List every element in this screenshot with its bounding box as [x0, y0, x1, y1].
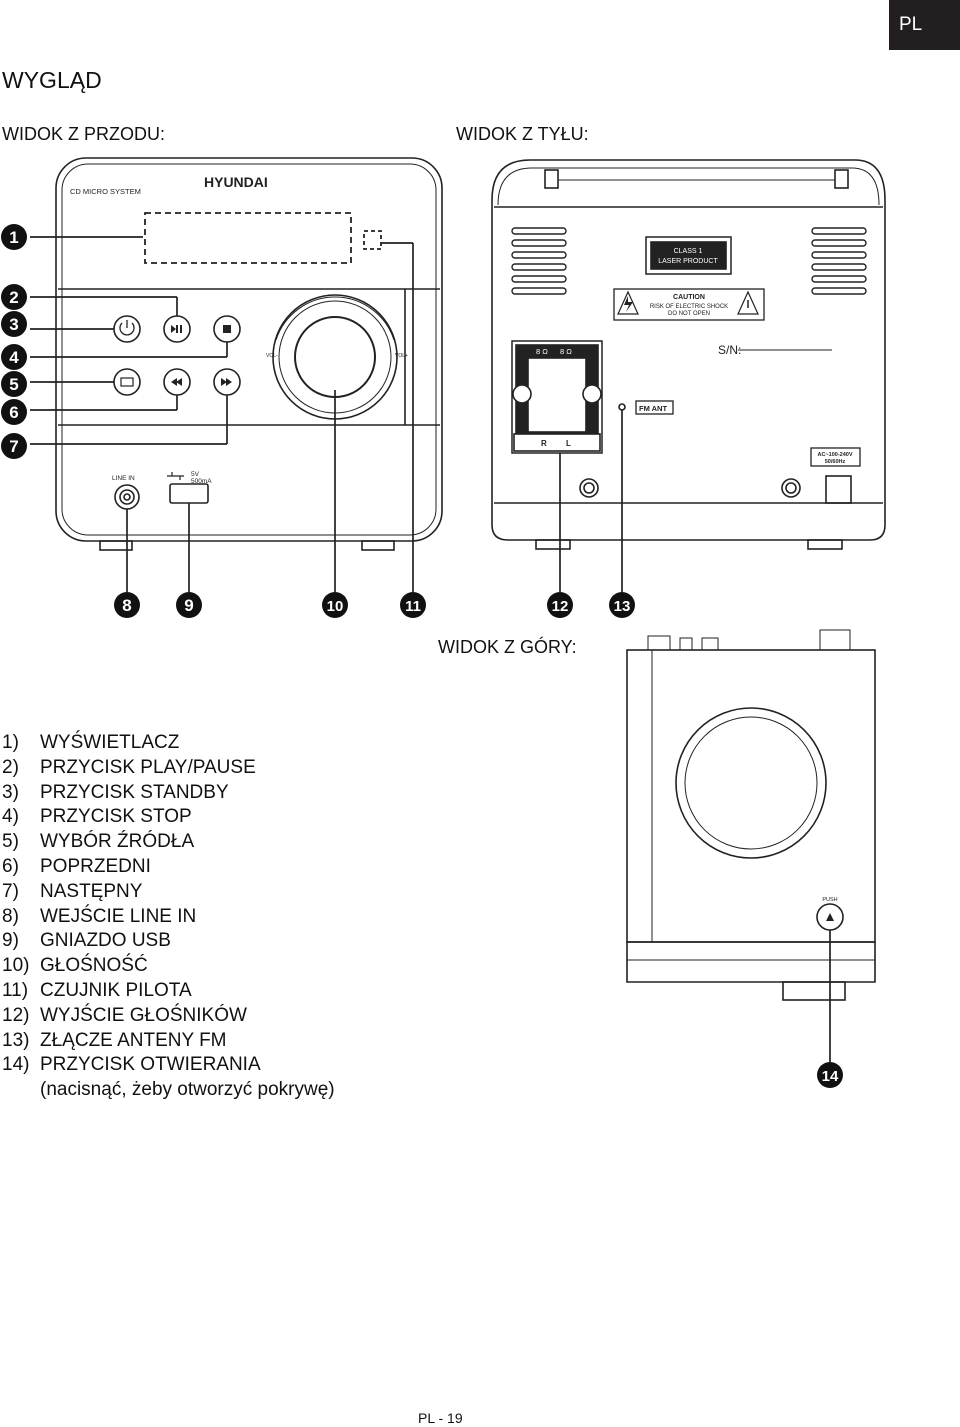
laser-product-label: LASER PRODUCT — [658, 258, 718, 265]
legend-item: 11)CZUJNIK PILOTA — [2, 979, 192, 1001]
callout-8 — [114, 592, 140, 618]
legend-item: 13)ZŁĄCZE ANTENY FM — [2, 1029, 227, 1051]
callout-14-label: 14 — [822, 1068, 839, 1085]
callout-11-label: 11 — [405, 598, 421, 615]
legend-item: 5)WYBÓR ŹRÓDŁA — [2, 831, 195, 853]
page-title: WYGLĄD — [2, 67, 102, 93]
legend-item: 8)WEJŚCIE LINE IN — [2, 905, 197, 927]
serial-label: S/N: — [718, 343, 741, 357]
top-view-heading: WIDOK Z GÓRY: — [438, 637, 577, 657]
front-view-heading: WIDOK Z PRZODU: — [2, 124, 165, 144]
caution-line2: DO NOT OPEN — [668, 311, 710, 317]
callout-10 — [322, 592, 348, 618]
callout-6 — [1, 399, 27, 425]
vol-plus-label: VOL+ — [395, 353, 408, 359]
legend-item: 4)PRZYCISK STOP — [2, 806, 192, 828]
legend-item: 10)GŁOŚNOŚĆ — [2, 955, 148, 977]
callout-10-label: 10 — [327, 598, 344, 615]
legend-item: 1)WYŚWIETLACZ — [2, 732, 180, 753]
callout-2 — [1, 284, 27, 310]
class1-label: CLASS 1 — [674, 248, 703, 255]
power-line1: AC~100-240V — [817, 452, 852, 458]
page-number: PL - 19 — [418, 1410, 463, 1426]
callout-4 — [1, 344, 27, 370]
legend-item: 2)PRZYCISK PLAY/PAUSE — [2, 756, 256, 778]
callout-7 — [1, 433, 27, 459]
legend-item: 7)NASTĘPNY — [2, 880, 143, 902]
back-view-diagram — [491, 159, 886, 550]
callout-12 — [547, 592, 573, 618]
callout-14 — [817, 1062, 843, 1088]
callout-7-label: 7 — [9, 437, 18, 456]
callout-9 — [176, 592, 202, 618]
top-view-diagram — [626, 629, 876, 1001]
lightning-icon — [624, 296, 633, 312]
callout-13 — [609, 592, 635, 618]
legend-item: 9)GNIAZDO USB — [2, 930, 171, 952]
speaker-r-label: R — [541, 439, 547, 448]
callout-3 — [1, 311, 27, 337]
front-view-diagram — [55, 157, 443, 551]
line-in-label: LINE IN — [112, 475, 135, 482]
callout-4-label: 4 — [9, 348, 19, 367]
callout-5-label: 5 — [9, 375, 18, 394]
callout-1-label: 1 — [9, 228, 18, 247]
callout-markers — [1, 224, 843, 1088]
callout-8-label: 8 — [122, 596, 131, 615]
legend-item-note: (nacisnąć, żeby otworzyć pokrywę) — [40, 1079, 335, 1101]
speaker-left-ohm: 8 Ω — [536, 347, 548, 356]
usb-rating-2: 500mA — [191, 478, 212, 485]
caution-line1: RISK OF ELECTRIC SHOCK — [650, 304, 728, 310]
callout-5 — [1, 371, 27, 397]
legend-item: 14)PRZYCISK OTWIERANIA — [2, 1054, 261, 1076]
power-line2: 50/60Hz — [825, 459, 846, 465]
brand-label: HYUNDAI — [204, 174, 268, 190]
parts-legend: 1)WYŚWIETLACZ 2)PRZYCISK PLAY/PAUSE 3)PR… — [2, 731, 335, 1103]
speaker-right-ohm: 8 Ω — [560, 347, 572, 356]
usb-rating-1: 5V — [191, 471, 200, 478]
eject-icon — [826, 913, 834, 921]
callout-6-label: 6 — [9, 403, 18, 422]
legend-item: 6)POPRZEDNI — [2, 855, 151, 877]
fm-ant-label: FM ANT — [639, 404, 667, 413]
callout-11 — [400, 592, 426, 618]
callout-3-label: 3 — [9, 315, 18, 334]
callout-12-label: 12 — [552, 598, 569, 615]
callout-13-label: 13 — [614, 598, 631, 615]
language-tab: PL — [889, 0, 960, 50]
back-view-heading: WIDOK Z TYŁU: — [456, 124, 589, 144]
legend-item: 12)WYJŚCIE GŁOŚNIKÓW — [2, 1004, 247, 1026]
callout-9-label: 9 — [184, 596, 193, 615]
model-label: CD MICRO SYSTEM — [70, 187, 141, 196]
callout-2-label: 2 — [9, 288, 18, 307]
callout-1 — [1, 224, 27, 250]
caution-title: CAUTION — [673, 294, 705, 301]
vol-minus-label: VOL- — [266, 353, 278, 359]
speaker-l-label: L — [566, 439, 571, 448]
push-label: PUSH — [822, 897, 837, 903]
legend-item: 3)PRZYCISK STANDBY — [2, 781, 229, 803]
